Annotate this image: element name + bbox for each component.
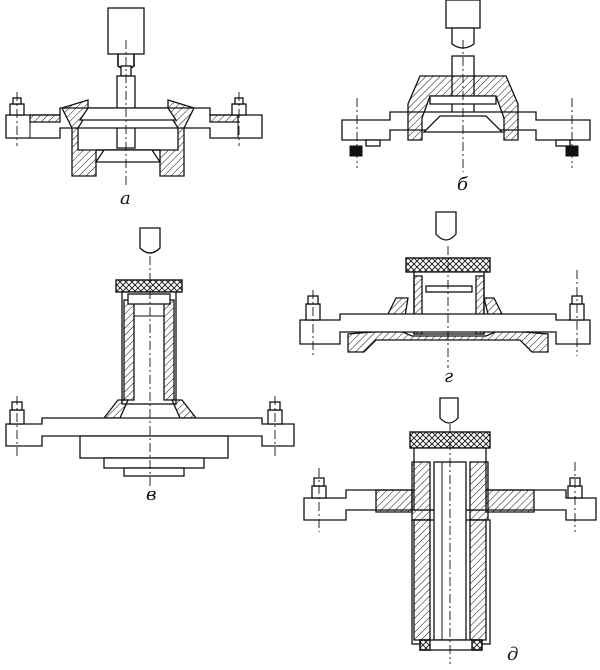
view-label-d: д <box>507 644 519 665</box>
press-pad-v <box>115 279 183 293</box>
sleeve-v <box>121 291 177 405</box>
view-v <box>5 227 295 488</box>
view-d <box>303 397 597 664</box>
press-ram-d <box>439 397 459 424</box>
view-label-a: а <box>120 188 131 209</box>
view-label-v: в <box>146 484 157 505</box>
clamp-bolts-a <box>9 92 247 146</box>
press-ram-g <box>435 211 457 241</box>
housing-b <box>407 75 519 141</box>
hub-g <box>347 329 549 353</box>
view-b <box>341 0 591 172</box>
housing-a <box>61 99 195 177</box>
view-label-g: г <box>444 366 454 387</box>
view-a <box>5 7 263 186</box>
shaft-sleeve-d <box>411 447 491 651</box>
view-g <box>299 211 591 368</box>
view-label-b: б <box>457 174 468 195</box>
fixture-plate-g <box>299 270 591 356</box>
press-ram-v <box>139 227 161 254</box>
